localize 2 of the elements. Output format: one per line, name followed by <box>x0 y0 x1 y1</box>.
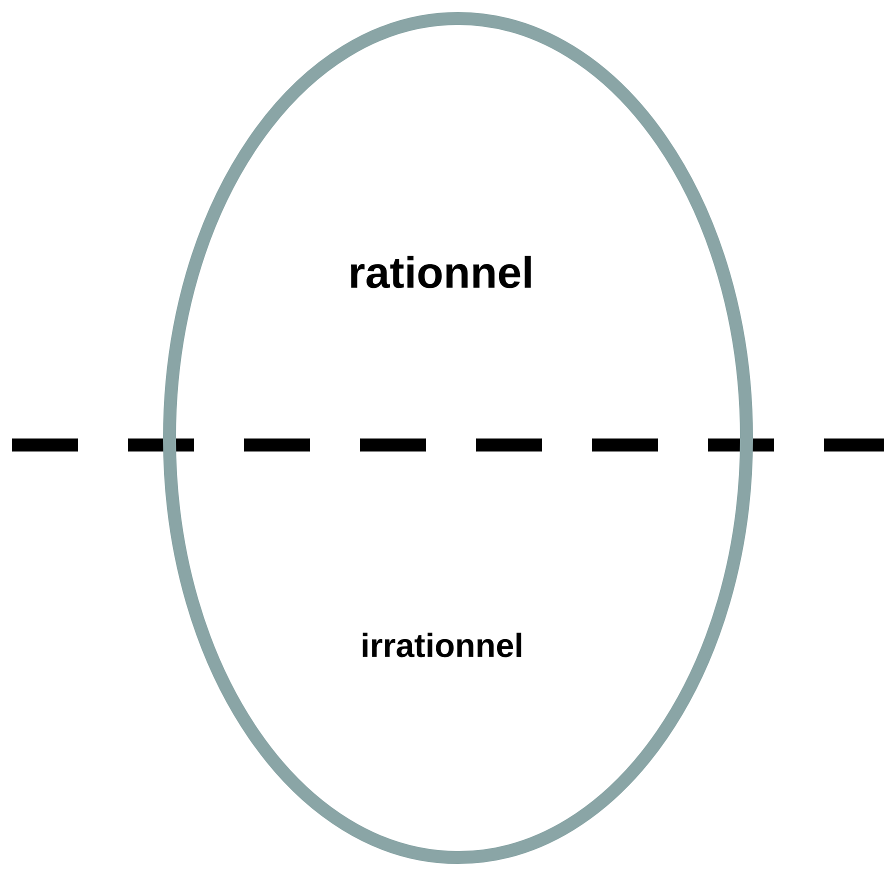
region-label: irrationnel <box>362 632 522 658</box>
region-label: rationnel <box>351 256 531 288</box>
